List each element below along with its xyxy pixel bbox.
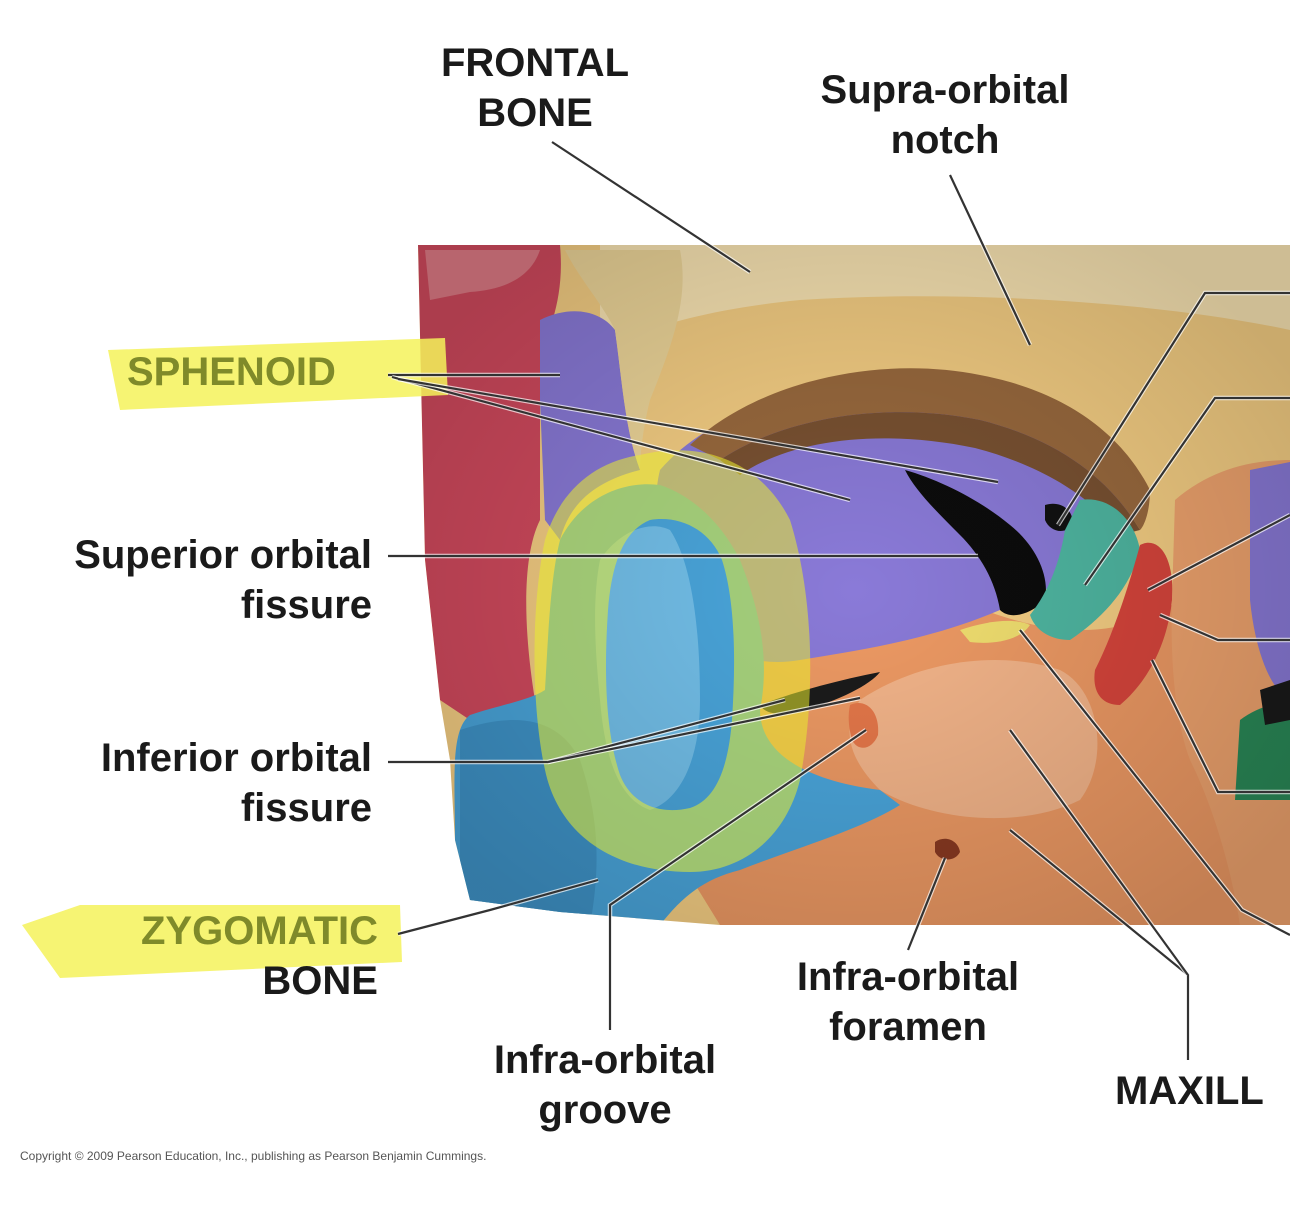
label-zygomatic-bone: ZYGOMATIC BONE [30, 906, 378, 1006]
label-superior-orbital-fissure-line1: Superior orbital [74, 533, 372, 577]
leader-right-3 [1147, 514, 1290, 591]
leader-infraorbital-groove [608, 729, 867, 1030]
label-frontal-bone-line1: FRONTAL [440, 41, 630, 85]
label-frontal-bone-line2: BONE [477, 91, 593, 135]
label-infraorbital-groove-line1: Infra-orbital [493, 1038, 717, 1082]
leader-right-4 [1159, 613, 1290, 642]
leader-lines [388, 140, 1290, 1060]
label-supraorbital-notch-line1: Supra-orbital [820, 68, 1070, 112]
leader-right-1 [1057, 291, 1290, 526]
leader-zygomatic-bone [397, 878, 599, 936]
label-superior-orbital-fissure: Superior orbital fissure [10, 530, 372, 630]
label-inferior-orbital-fissure-line2: fissure [240, 786, 372, 830]
leader-inferior-orbital-fissure-b [547, 696, 861, 764]
leader-right-6 [1019, 629, 1290, 936]
label-frontal-bone: FRONTAL BONE [420, 38, 650, 138]
label-infraorbital-foramen: Infra-orbital foramen [758, 952, 1058, 1052]
label-infraorbital-foramen-line2: foramen [829, 1005, 987, 1049]
label-sphenoid-line1: SPHENOID [127, 350, 336, 394]
leader-supraorbital-notch [949, 174, 1031, 346]
leader-maxilla-b [1009, 729, 1189, 976]
copyright-notice: Copyright © 2009 Pearson Education, Inc.… [20, 1149, 487, 1163]
label-inferior-orbital-fissure: Inferior orbital fissure [10, 733, 372, 833]
leader-sphenoid-b [391, 375, 851, 502]
leader-frontal-bone [551, 141, 751, 273]
leader-right-2 [1084, 396, 1290, 586]
leader-right-5 [1151, 659, 1290, 794]
label-infraorbital-foramen-line1: Infra-orbital [796, 955, 1020, 999]
zygomatic-label-highlight [22, 905, 402, 978]
label-supraorbital-notch-line2: notch [890, 118, 1000, 162]
label-supraorbital-notch: Supra-orbital notch [790, 65, 1100, 165]
label-sphenoid: SPHENOID [127, 347, 336, 397]
label-zygomatic-bone-line2: BONE [262, 959, 378, 1003]
skull-bones [418, 245, 1290, 925]
label-zygomatic-bone-line1: ZYGOMATIC [140, 909, 378, 953]
label-superior-orbital-fissure-line2: fissure [240, 583, 372, 627]
leader-sphenoid-c [397, 377, 999, 484]
label-infraorbital-groove: Infra-orbital groove [455, 1035, 755, 1135]
label-infraorbital-groove-line2: groove [538, 1088, 672, 1132]
label-inferior-orbital-fissure-line1: Inferior orbital [100, 736, 372, 780]
leader-infraorbital-foramen [906, 857, 947, 951]
label-maxilla-line1: MAXILL [1115, 1069, 1264, 1113]
sphenoid-label-highlight [108, 338, 448, 410]
label-maxilla: MAXILL [1115, 1066, 1264, 1116]
